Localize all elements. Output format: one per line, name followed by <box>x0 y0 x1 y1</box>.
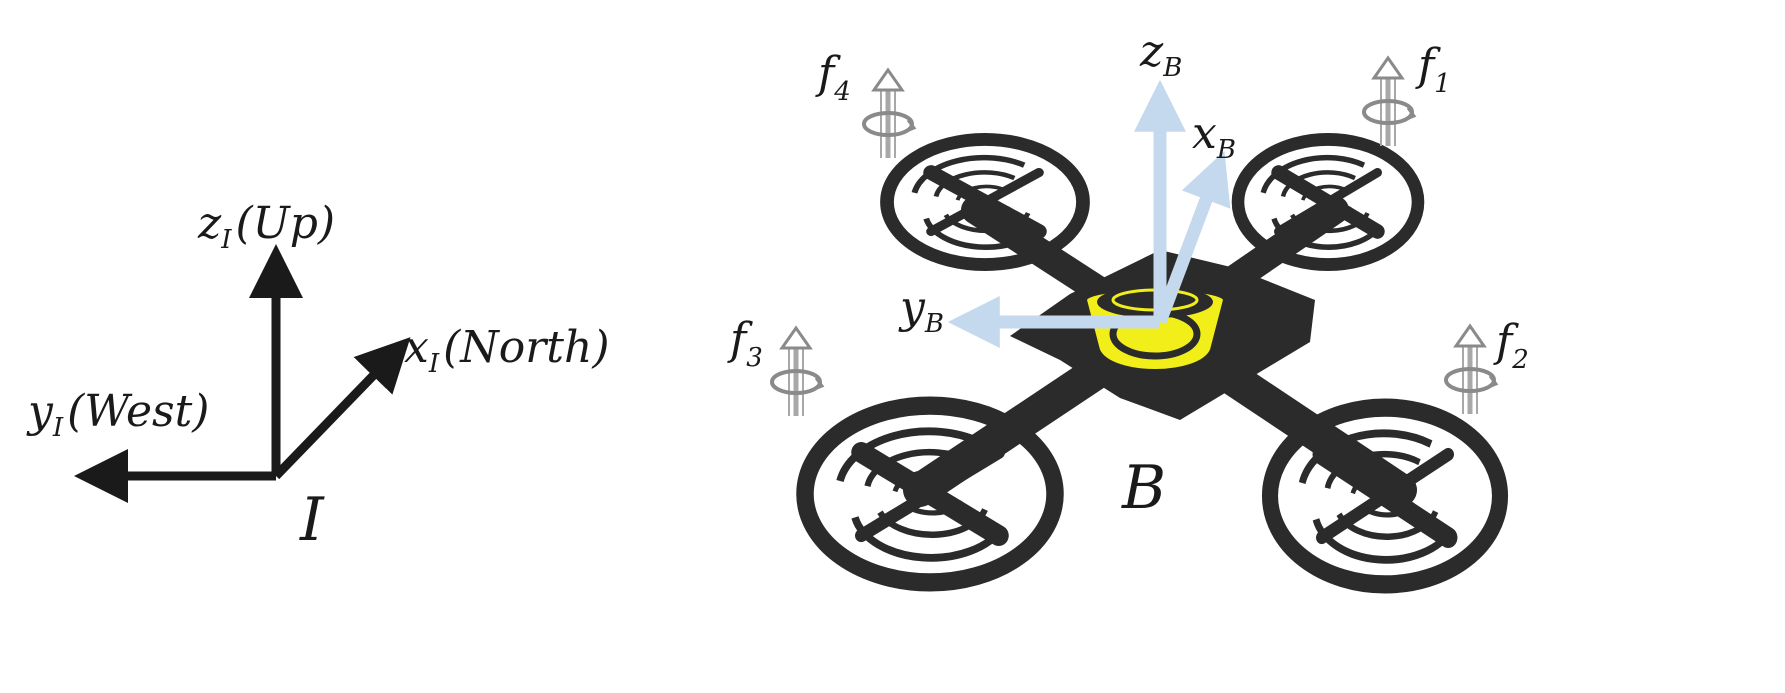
body-y-axis-label: yB <box>898 282 944 339</box>
rotor-force-4: f4 <box>815 48 914 158</box>
rotor-force-3-label: f3 <box>727 314 763 373</box>
rotor-force-1-icon <box>1364 58 1414 146</box>
propeller-1 <box>1238 139 1418 264</box>
inertial-x-axis-arrow <box>272 337 411 480</box>
propeller-3 <box>805 406 1055 583</box>
rotor-force-2: f2 <box>1446 316 1529 414</box>
propeller-4 <box>887 139 1083 264</box>
body-z-axis-label: zB <box>1139 26 1182 83</box>
rotor-force-1: f1 <box>1364 40 1451 146</box>
body-x-axis-arrow <box>1153 150 1231 325</box>
rotor-force-3: f3 <box>727 314 822 416</box>
inertial-x-axis-label: xI(North) <box>404 322 609 379</box>
inertial-z-axis-label: zI(Up) <box>197 198 335 255</box>
rotor-force-4-icon <box>864 70 914 158</box>
inertial-y-axis-label: yI(West) <box>26 386 209 443</box>
body-frame-symbol: B <box>1121 453 1166 523</box>
rotor-force-2-label: f2 <box>1493 316 1529 375</box>
rotor-force-4-label: f4 <box>815 48 851 107</box>
inertial-frame-symbol: I <box>299 485 325 555</box>
inertial-frame: zI(Up) xI(North) yI(West) I <box>26 198 609 555</box>
rotor-force-1-label: f1 <box>1415 40 1451 99</box>
body-x-axis-label: xB <box>1192 108 1236 165</box>
quadrotor: B <box>805 139 1500 584</box>
rotor-force-2-icon <box>1446 326 1496 414</box>
propeller-2 <box>1270 408 1500 585</box>
rotor-force-3-icon <box>772 328 822 416</box>
body-frame: zB xB yB <box>898 26 1236 348</box>
